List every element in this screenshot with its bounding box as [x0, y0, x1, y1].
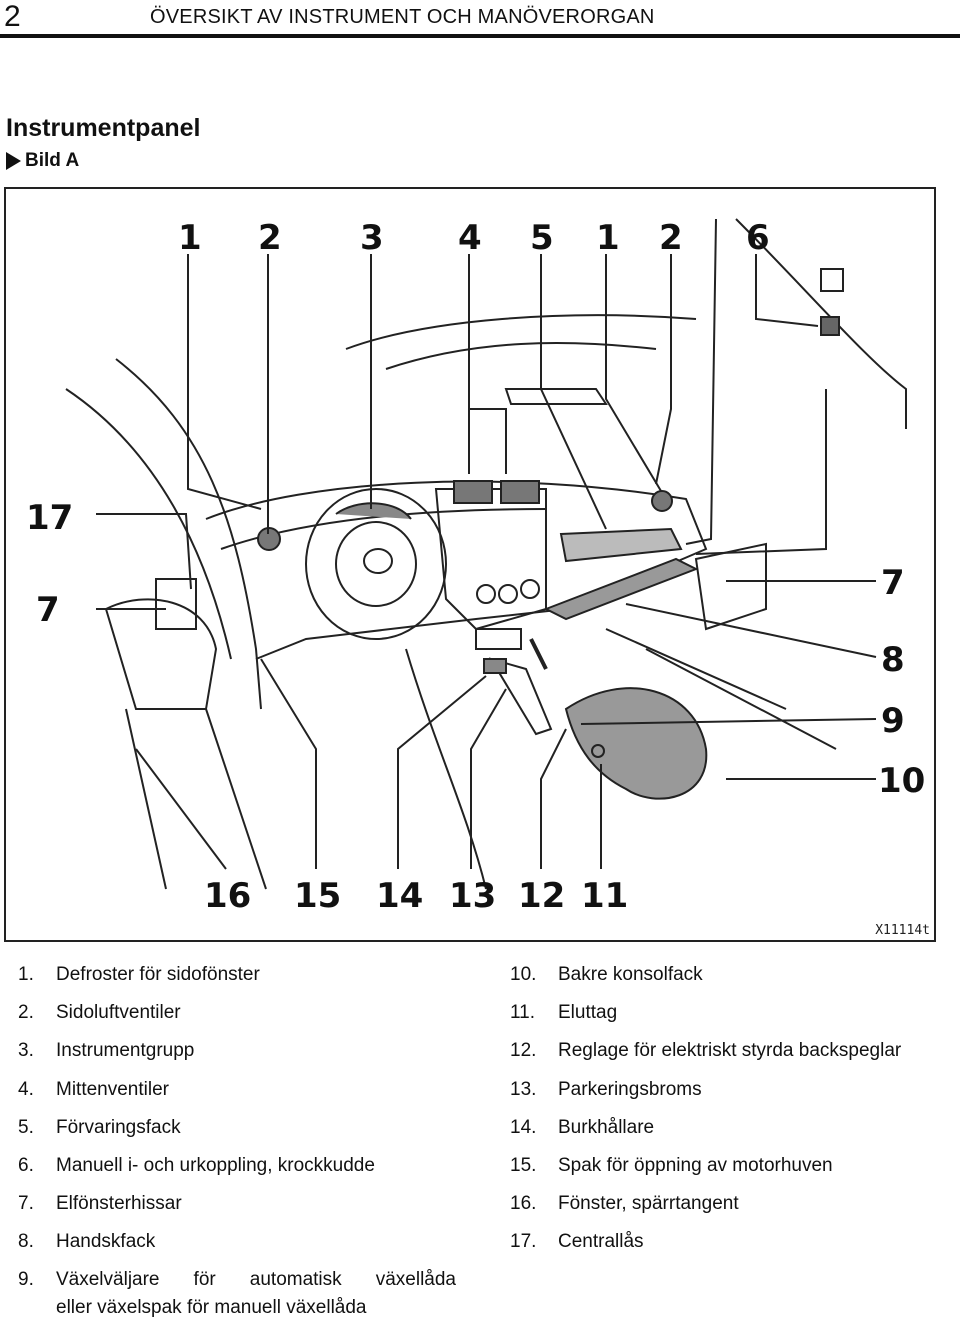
callout-9: 9: [881, 701, 905, 741]
callout-7-right: 7: [881, 563, 905, 603]
side-vent-right: [651, 490, 673, 512]
center-vent-right: [500, 480, 540, 504]
callout-1b: 1: [596, 218, 620, 258]
callout-1: 1: [178, 218, 202, 258]
dashboard-drawing: 1 2 3 4 5 1 2 6 7 8 9 10 17 7 16 15 14 1…: [26, 218, 925, 916]
legend-item: 16.Fönster, spärrtangent: [510, 1193, 739, 1215]
chapter-title: ÖVERSIKT AV INSTRUMENT OCH MANÖVERORGAN: [150, 6, 655, 28]
legend-item: 2.Sidoluftventiler: [18, 1002, 181, 1024]
callout-8: 8: [881, 640, 905, 680]
section-title: Instrumentpanel: [6, 114, 201, 142]
rear-view-mirror: [504, 388, 608, 405]
callout-15: 15: [294, 876, 341, 916]
instrument-cluster: [335, 502, 412, 520]
parking-brake: [488, 657, 553, 736]
legend-item: 3.Instrumentgrupp: [18, 1040, 195, 1062]
legend-item: 15.Spak för öppning av motorhuven: [510, 1155, 833, 1177]
legend-item: 14.Burkhållare: [510, 1116, 655, 1138]
legend-item: 6.Manuell i- och urkoppling, krockkudde: [18, 1155, 375, 1177]
callout-17: 17: [26, 498, 73, 538]
legend-item: 7.Elfönsterhissar: [18, 1193, 182, 1215]
callout-4: 4: [458, 218, 482, 258]
legend-item: 1.Defroster för sidofönster: [18, 964, 260, 985]
inset-frame: [685, 218, 717, 545]
gear-lever: [529, 638, 548, 670]
left-window-switches: [155, 578, 197, 630]
callout-16: 16: [204, 876, 251, 916]
steering-wheel: [305, 488, 447, 640]
legend-item: 10.Bakre konsolfack: [510, 964, 703, 985]
figure-reference: Bild A: [6, 150, 79, 172]
left-a-pillar: [115, 358, 262, 710]
legend-left-column: 1.Defroster för sidofönster 2.Sidoluftve…: [18, 956, 458, 1322]
figure-code: X11114t: [875, 923, 930, 938]
legend-item: 5.Förvaringsfack: [18, 1116, 181, 1138]
roof-line: [345, 314, 697, 350]
callout-7-left: 7: [36, 590, 60, 630]
callout-3: 3: [360, 218, 384, 258]
callout-11: 11: [581, 876, 628, 916]
header-divider: [0, 34, 960, 38]
center-vent-left: [453, 480, 493, 504]
dashboard-outline: [205, 480, 708, 660]
triangle-bullet-icon: [6, 152, 21, 170]
callout-2: 2: [258, 218, 282, 258]
legend-item: 13.Parkeringsbroms: [510, 1078, 702, 1100]
legend-item: 4.Mittenventiler: [18, 1078, 169, 1100]
legend-item: 17.Centrallås: [510, 1231, 644, 1253]
legend-item: 12.Reglage för elektriskt styrda backspe…: [510, 1040, 902, 1062]
figure-reference-label: Bild A: [25, 150, 80, 171]
legend-item: 11.Eluttag: [510, 1002, 618, 1024]
glove-box: [543, 557, 699, 621]
dashboard-illustration: 1 2 3 4 5 1 2 6 7 8 9 10 17 7 16 15 14 1…: [4, 187, 936, 942]
legend-right-column: 10.Bakre konsolfack 11.Eluttag 12.Reglag…: [510, 956, 960, 1262]
cup-holder: [483, 658, 507, 674]
legend-item-9-line1: Växelväljare för automatisk växellåda: [56, 1268, 456, 1290]
callout-2b: 2: [659, 218, 683, 258]
callout-12: 12: [518, 876, 565, 916]
power-outlet: [591, 744, 605, 758]
legend-item-9-line2: eller växelspak för manuell växellåda: [56, 1296, 367, 1318]
legend-item: 8.Handskfack: [18, 1231, 156, 1253]
right-door-panel: [694, 542, 767, 631]
airbag-switch-icon: [820, 316, 840, 336]
legend-item: 9. Växelväljare för automatisk växellåda…: [18, 1262, 458, 1322]
mirror-control: [475, 628, 522, 650]
callout-10: 10: [878, 761, 925, 801]
left-door-panel: [104, 598, 218, 710]
callout-5: 5: [530, 218, 554, 258]
callout-13: 13: [449, 876, 496, 916]
rear-console-box: [564, 687, 708, 800]
page-number: 2: [4, 0, 21, 33]
callout-14: 14: [376, 876, 423, 916]
callout-6: 6: [746, 218, 770, 258]
storage-tray: [559, 527, 683, 563]
page-header: 2 ÖVERSIKT AV INSTRUMENT OCH MANÖVERORGA…: [0, 0, 960, 38]
